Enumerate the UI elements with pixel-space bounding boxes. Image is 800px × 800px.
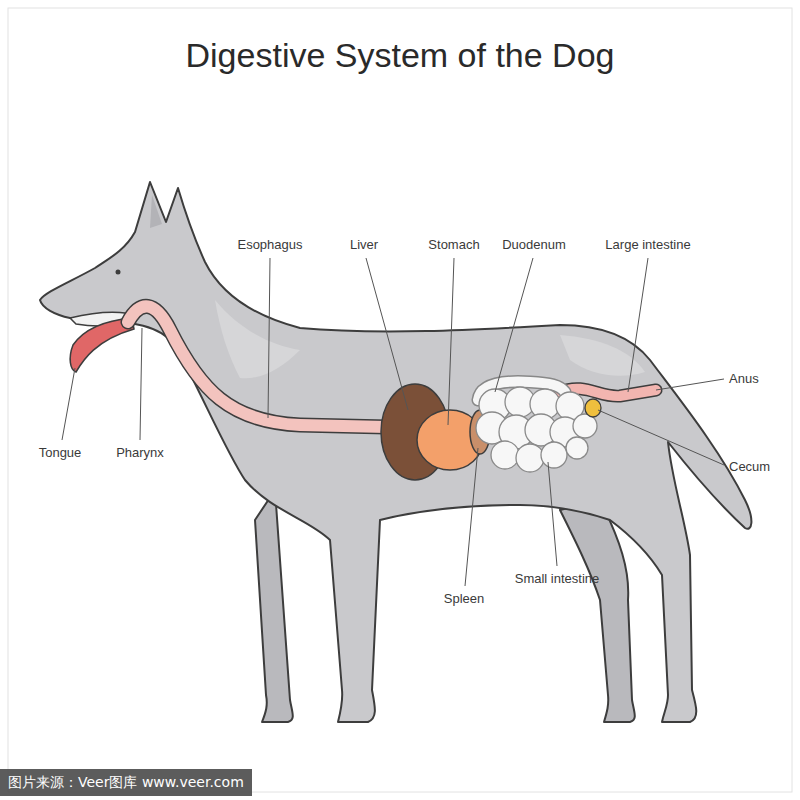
part-label: Duodenum	[502, 237, 566, 253]
part-label: Liver	[350, 237, 378, 253]
dog-eye	[116, 270, 121, 275]
body-highlight	[560, 335, 645, 376]
part-label: Tongue	[39, 445, 82, 461]
watermark: 图片来源：Veer图库 www.veer.com	[0, 769, 252, 796]
part-label: Esophagus	[237, 237, 302, 253]
dog-body	[40, 182, 751, 722]
body-highlight	[215, 300, 300, 378]
far-front-leg	[255, 490, 293, 722]
part-label: Spleen	[444, 591, 484, 607]
part-label: Cecum	[729, 459, 770, 475]
diagram-title: Digestive System of the Dog	[186, 36, 615, 75]
cecum	[585, 399, 601, 417]
part-label: Pharynx	[116, 445, 164, 461]
inner-ear	[150, 195, 162, 228]
part-label: Small intestine	[515, 571, 600, 587]
leader-lines	[62, 258, 724, 586]
frame	[8, 8, 792, 792]
small-intestine	[476, 387, 597, 472]
far-hind-leg	[560, 500, 635, 722]
part-label: Stomach	[428, 237, 479, 253]
part-label: Anus	[729, 371, 759, 387]
part-label: Large intestine	[605, 237, 690, 253]
